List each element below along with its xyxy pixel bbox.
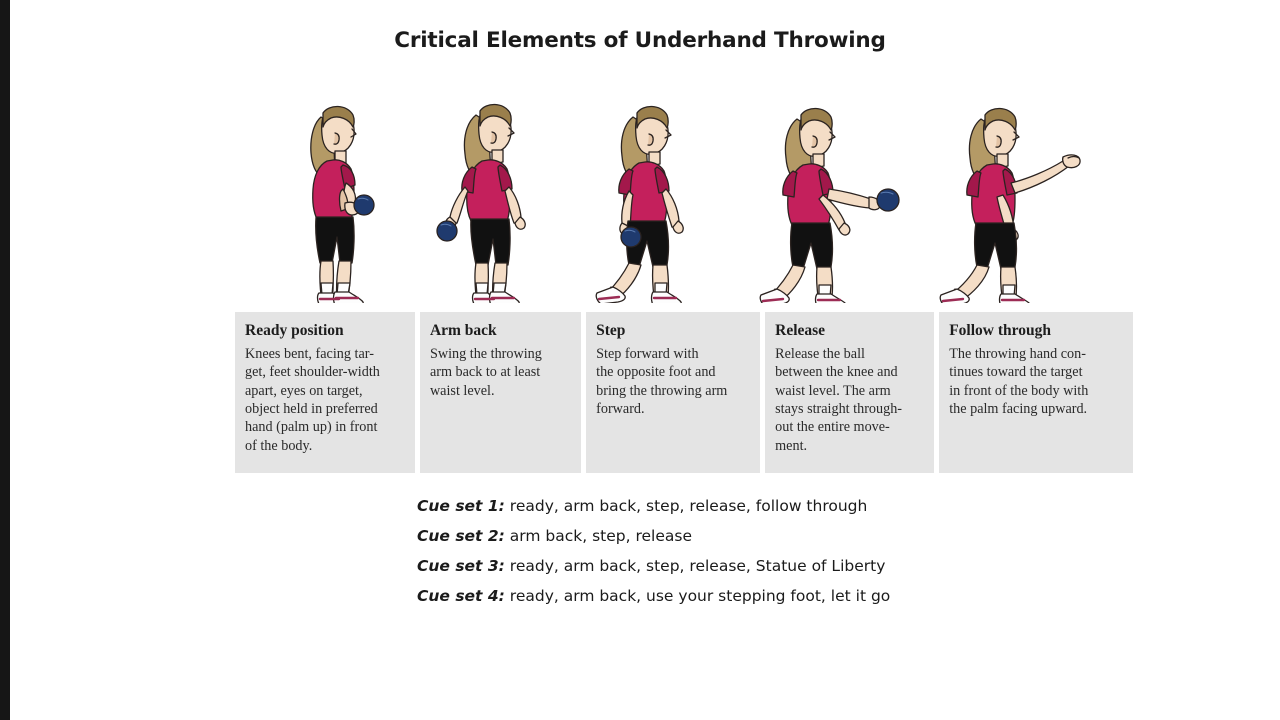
cue-set-1-text: ready, arm back, step, release, follow t… [504,497,868,515]
cue-set-1-label: Cue set 1: [417,497,505,515]
critical-elements-panel-row: Ready position Knees bent, facing tar- g… [235,312,1133,473]
cue-set-2: Cue set 2: arm back, step, release [417,522,1117,552]
panel-title-ready-position: Ready position [245,322,344,339]
cue-set-3-label: Cue set 3: [417,556,505,575]
panel-step: Step Step forward with the opposite foot… [586,312,761,473]
panel-body-step: Step forward with the opposite foot and … [596,346,728,417]
panel-body-arm-back: Swing the throwing arm back to at least … [429,346,542,399]
cue-set-2-text: arm back, step, release [504,526,693,545]
arm-back-figure [430,91,558,303]
panel-ready-position: Ready position Knees bent, facing tar- g… [235,312,415,473]
panel-follow-through: Follow through The throwing hand con- ti… [939,312,1133,473]
page-title: Critical Elements of Underhand Throwing [394,28,886,53]
cue-set-4-label: Cue set 4: [417,586,505,605]
panel-arm-back: Arm back Swing the throwing arm back to … [419,312,582,473]
release-figure [753,91,905,303]
cue-sets-list: Cue set 1: ready, arm back, step, releas… [417,492,1117,612]
follow-through-figure [935,91,1105,303]
panel-release: Release Release the ball between the kne… [765,312,935,473]
cue-set-3-text: ready, arm back, step, release, Statue o… [504,556,886,575]
panel-title-step: Step [596,322,626,339]
left-letterbox-bar [0,0,10,720]
panel-title-release: Release [775,322,826,339]
figure-strip [235,88,1135,303]
cue-set-4: Cue set 4: ready, arm back, use your ste… [417,582,1117,612]
cue-set-1: Cue set 1: ready, arm back, step, releas… [417,492,1117,522]
cue-set-2-label: Cue set 2: [417,526,505,545]
ready-position-figure [283,91,393,303]
panel-body-release: Release the ball between the knee and wa… [775,346,903,454]
step-figure [585,91,725,303]
cue-set-4-text: ready, arm back, use your stepping foot,… [504,586,891,605]
panel-body-ready-position: Knees bent, facing tar- get, feet should… [245,346,380,454]
cue-set-3: Cue set 3: ready, arm back, step, releas… [417,552,1117,582]
panel-title-follow-through: Follow through [949,322,1051,339]
panel-body-follow-through: The throwing hand con- tinues toward the… [949,346,1089,417]
panel-title-arm-back: Arm back [429,322,497,339]
